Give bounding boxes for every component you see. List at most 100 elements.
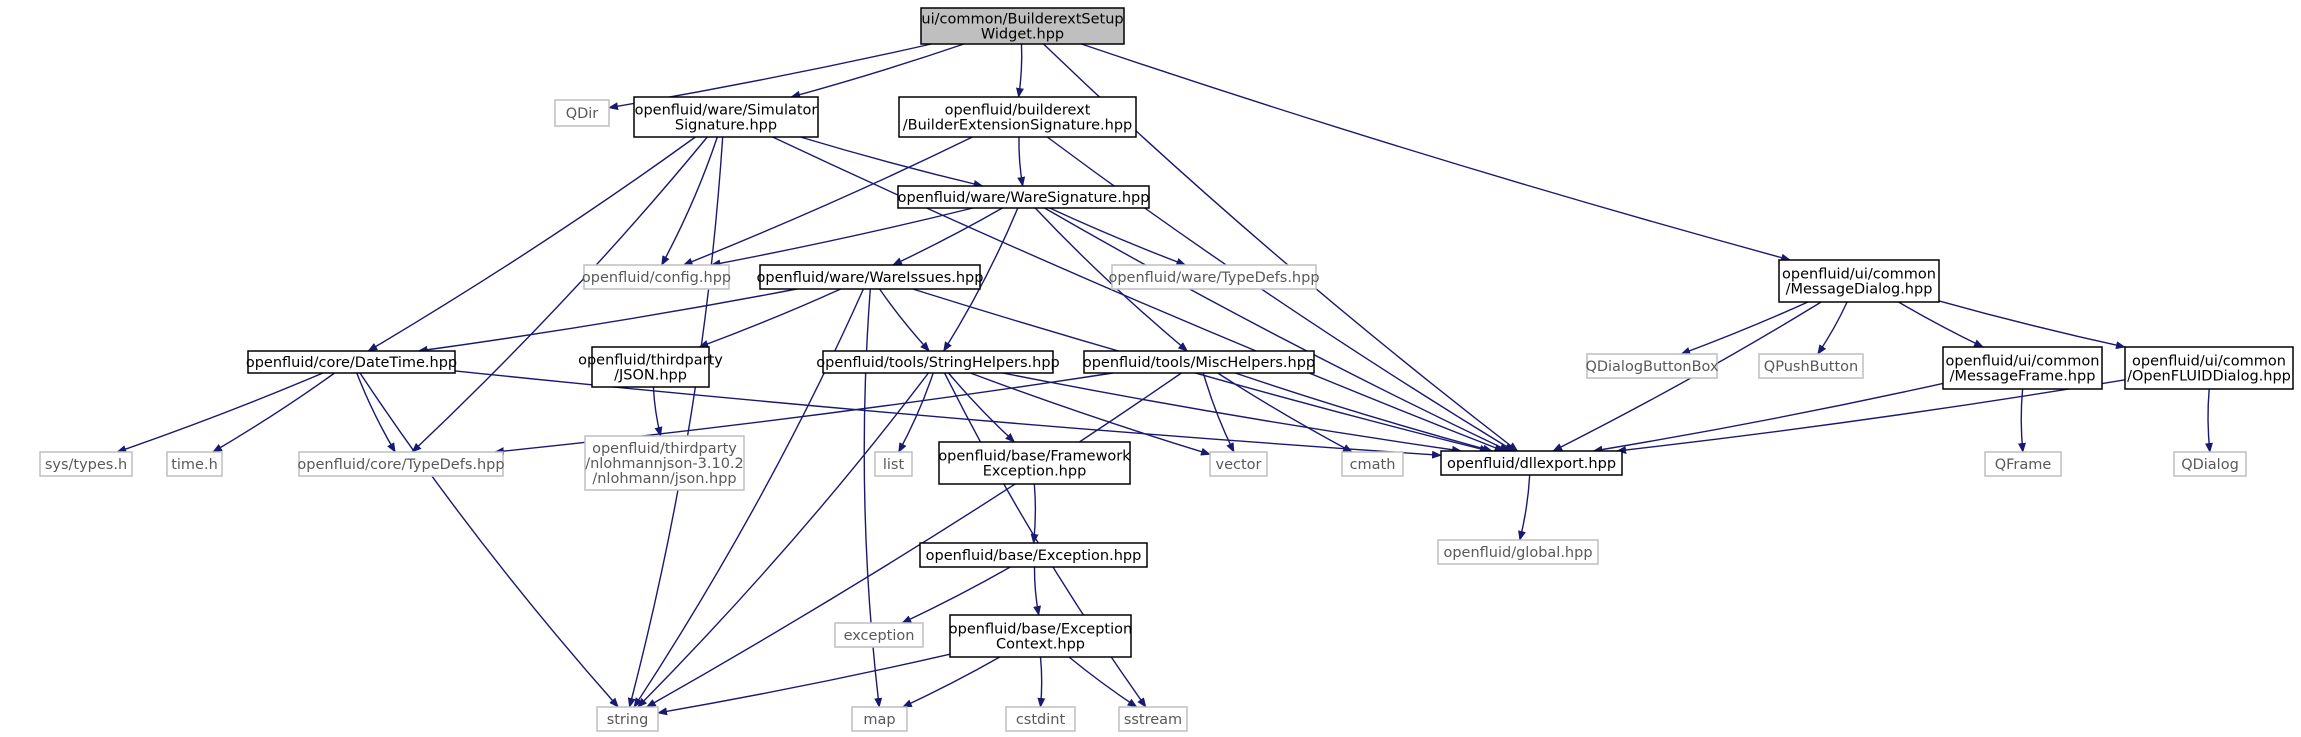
edge-root-to-buildersig — [1015, 43, 1024, 98]
node-map-box — [851, 706, 908, 732]
node-global-box — [1437, 539, 1599, 565]
edge-ofdialog-to-qdialog — [2204, 388, 2213, 453]
node-exception: exception — [834, 622, 924, 648]
node-qdir-label-line: QDir — [566, 106, 599, 122]
edge-wareissues-to-json — [698, 288, 841, 348]
edge-wareissues-to-stringhelpers — [879, 288, 930, 352]
edge-exccontext-to-sstream — [1068, 656, 1138, 708]
node-simsig-box — [633, 96, 819, 138]
node-wareissues-box — [759, 264, 981, 290]
node-dllexport[interactable]: openfluid/dllexport.hpp — [1440, 450, 1623, 476]
node-exccontext-box — [949, 614, 1132, 658]
node-buildersig[interactable]: openfluid/builderext/BuilderExtensionSig… — [898, 96, 1137, 138]
node-mischelpers-box — [1083, 350, 1315, 374]
node-stringhelpers[interactable]: openfluid/tools/StringHelpers.hpp — [816, 350, 1060, 374]
node-qdialog: QDialog — [2173, 451, 2247, 477]
node-root-label-line: ui/common/BuilderextSetup — [921, 12, 1123, 28]
edge-msgframe-to-dllexport — [1592, 382, 1944, 454]
node-exception_h[interactable]: openfluid/base/Exception.hpp — [919, 542, 1148, 568]
node-wareissues[interactable]: openfluid/ware/WareIssues.hpp — [757, 264, 984, 290]
edge-mischelpers-to-dllexport — [1234, 372, 1493, 453]
node-cstdint-label-line: cstdint — [1016, 712, 1066, 728]
node-qframe: QFrame — [1984, 451, 2062, 477]
node-mischelpers[interactable]: openfluid/tools/MiscHelpers.hpp — [1083, 350, 1315, 374]
node-datetime-label-line: openfluid/core/DateTime.hpp — [246, 355, 457, 371]
edge-simsig-to-waresig — [800, 136, 984, 188]
node-datetime[interactable]: openfluid/core/DateTime.hpp — [246, 350, 457, 374]
node-stringhelpers-box — [822, 350, 1054, 374]
node-buildersig-box — [898, 96, 1137, 138]
node-exception_h-box — [919, 542, 1148, 568]
edge-ofdialog-to-dllexport — [1616, 379, 2126, 454]
edge-json-to-nlohmann — [652, 386, 663, 437]
node-qdialog-box — [2173, 451, 2247, 477]
node-simsig-label-line: openfluid/ware/Simulator — [635, 103, 818, 119]
node-qdir: QDir — [554, 99, 610, 127]
node-cmath-box — [1341, 451, 1404, 477]
edge-stringhelpers-to-list — [898, 372, 934, 453]
node-exccontext-label-line: openfluid/base/Exception — [949, 622, 1132, 638]
node-msgdialog-box — [1778, 259, 1940, 303]
node-nlohmann-label-line: /nlohmann/json.hpp — [592, 471, 736, 487]
node-qdialogbuttonbox: QDialogButtonBox — [1585, 353, 1719, 379]
node-buildersig-label-line: /BuilderExtensionSignature.hpp — [903, 118, 1133, 134]
edge-buildersig-to-waresig — [1017, 136, 1026, 187]
node-wareissues-label-line: openfluid/ware/WareIssues.hpp — [757, 270, 984, 286]
node-config-box — [583, 264, 730, 290]
node-list-box — [874, 451, 913, 477]
node-nlohmann-label-line: openfluid/thirdparty — [592, 441, 737, 457]
edge-msgframe-to-qframe — [2018, 388, 2026, 453]
edge-mischelpers-to-vector — [1202, 372, 1235, 453]
node-waretypedefs: openfluid/ware/TypeDefs.hpp — [1108, 264, 1320, 290]
node-waresig-label-line: openfluid/ware/WareSignature.hpp — [898, 190, 1150, 206]
node-root-label-line: Widget.hpp — [981, 27, 1064, 43]
node-exception_h-label-line: openfluid/base/Exception.hpp — [926, 548, 1142, 564]
node-msgframe[interactable]: openfluid/ui/common/MessageFrame.hpp — [1942, 346, 2103, 390]
edge-waresig-to-stringhelpers — [943, 207, 1019, 352]
node-qframe-label-line: QFrame — [1995, 457, 2052, 473]
edge-waresig-to-wareissues — [892, 207, 1003, 266]
edge-wareissues-to-map — [863, 288, 883, 708]
node-nlohmann-label-line: /nlohmannjson-3.10.2 — [585, 456, 744, 472]
node-ofdialog-label-line: /OpenFLUIDDialog.hpp — [2127, 369, 2291, 385]
edge-stringhelpers-to-vector — [970, 372, 1211, 456]
edge-simsig-to-datetime — [367, 136, 696, 352]
node-coretypedefs: openfluid/core/TypeDefs.hpp — [297, 451, 505, 477]
node-systypes-box — [39, 451, 133, 477]
node-timeh-box — [166, 451, 223, 477]
node-vector-box — [1209, 451, 1268, 477]
node-root-box — [920, 7, 1125, 45]
edge-dllexport-to-global — [1518, 474, 1531, 541]
node-qdialogbuttonbox-label-line: QDialogButtonBox — [1585, 359, 1719, 375]
node-qframe-box — [1984, 451, 2062, 477]
node-json[interactable]: openfluid/thirdparty/JSON.hpp — [578, 346, 723, 388]
node-waresig[interactable]: openfluid/ware/WareSignature.hpp — [897, 185, 1150, 209]
node-ofdialog[interactable]: openfluid/ui/common/OpenFLUIDDialog.hpp — [2124, 346, 2294, 390]
node-qdir-box — [554, 99, 610, 127]
node-config-label-line: openfluid/config.hpp — [582, 270, 731, 286]
node-msgdialog-label-line: openfluid/ui/common — [1782, 267, 1936, 283]
node-msgframe-label-line: openfluid/ui/common — [1946, 354, 2100, 370]
edge-waresig-to-mischelpers — [1034, 207, 1189, 352]
node-vector: vector — [1209, 451, 1268, 477]
node-stringhelpers-label-line: openfluid/tools/StringHelpers.hpp — [816, 355, 1060, 371]
node-exception-label-line: exception — [844, 628, 915, 644]
edge-stringhelpers-to-dllexport — [1002, 372, 1462, 454]
edge-mischelpers-to-coretypedefs — [493, 372, 1114, 456]
edge-datetime-to-systypes — [116, 372, 324, 453]
edge-root-to-simsig — [790, 43, 965, 99]
node-cmath-label-line: cmath — [1350, 457, 1396, 473]
node-qdialogbuttonbox-box — [1586, 353, 1718, 379]
node-waretypedefs-label-line: openfluid/ware/TypeDefs.hpp — [1108, 270, 1319, 286]
node-ofdialog-box — [2124, 346, 2294, 390]
node-json-label-line: /JSON.hpp — [614, 368, 687, 384]
edge-msgdialog-to-qpushbutton — [1817, 301, 1848, 355]
node-msgdialog[interactable]: openfluid/ui/common/MessageDialog.hpp — [1778, 259, 1940, 303]
node-json-label-line: openfluid/thirdparty — [578, 353, 723, 369]
node-qdialog-label-line: QDialog — [2181, 457, 2239, 473]
